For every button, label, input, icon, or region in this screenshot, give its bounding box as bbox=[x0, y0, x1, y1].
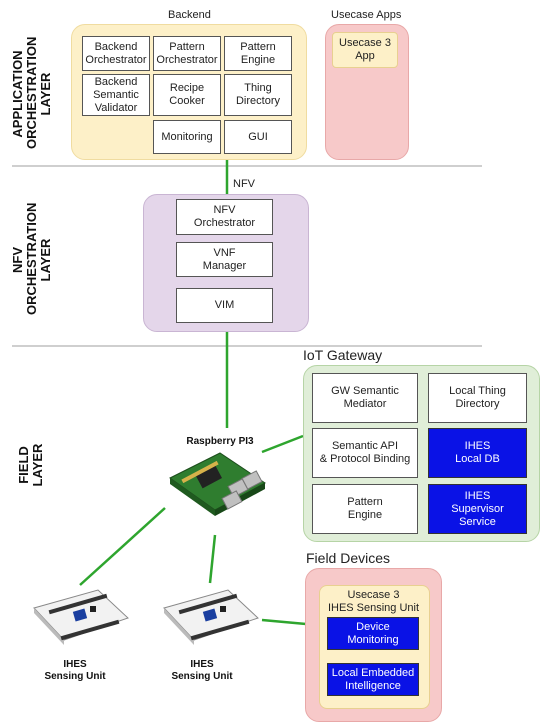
backend-orchestrator-box: Backend Orchestrator bbox=[82, 36, 150, 71]
semantic-api-box: Semantic API & Protocol Binding bbox=[312, 428, 418, 478]
backend-title: Backend bbox=[168, 9, 211, 21]
link-sensor-fielddevices bbox=[261, 618, 307, 626]
sensing-unit-caption-1: IHES Sensing Unit bbox=[44, 659, 106, 682]
device-monitoring-box: Device Monitoring bbox=[327, 617, 419, 650]
ihes-local-db-box: IHES Local DB bbox=[428, 428, 527, 478]
nfv-link-label: NFV bbox=[233, 178, 255, 190]
local-thing-directory-box: Local Thing Directory bbox=[428, 373, 527, 423]
pattern-engine-box: Pattern Engine bbox=[224, 36, 292, 71]
vim-box: VIM bbox=[176, 288, 273, 323]
raspberry-pi-caption: Raspberry PI3 bbox=[186, 436, 254, 447]
vnf-manager-box: VNF Manager bbox=[176, 242, 273, 277]
link-raspberry-sensor-2 bbox=[208, 534, 217, 584]
sensing-unit-board-1 bbox=[33, 589, 129, 645]
gw-semantic-mediator-box: GW Semantic Mediator bbox=[312, 373, 418, 423]
raspberry-pi-board bbox=[169, 452, 266, 516]
usecase-3-app-box: Usecase 3 App bbox=[332, 32, 398, 68]
usecase-3-sensing-unit-title: Usecase 3 IHES Sensing Unit bbox=[327, 589, 420, 614]
backend-semantic-validator-box: Backend Semantic Validator bbox=[82, 74, 150, 116]
separator-app-nfv bbox=[12, 165, 482, 167]
sensing-unit-caption-2: IHES Sensing Unit bbox=[171, 659, 233, 682]
separator-nfv-field bbox=[12, 345, 482, 347]
field-devices-title: Field Devices bbox=[306, 550, 391, 566]
application-layer-label: APPLICATION ORCHESTRATION LAYER bbox=[10, 36, 53, 149]
local-embedded-intelligence-box: Local Embedded Intelligence bbox=[327, 663, 419, 696]
iot-gateway-title: IoT Gateway bbox=[303, 347, 383, 363]
gw-pattern-engine-box: Pattern Engine bbox=[312, 484, 418, 534]
link-raspberry-sensor-1 bbox=[79, 507, 166, 586]
nfv-orchestrator-box: NFV Orchestrator bbox=[176, 199, 273, 235]
gui-box: GUI bbox=[224, 120, 292, 154]
sensing-unit-board-2 bbox=[163, 589, 259, 645]
field-layer-label: FIELD LAYER bbox=[16, 443, 45, 487]
nfv-layer-label: NFV ORCHESTRATION LAYER bbox=[10, 202, 53, 315]
monitoring-box: Monitoring bbox=[153, 120, 221, 154]
pattern-orchestrator-box: Pattern Orchestrator bbox=[153, 36, 221, 71]
thing-directory-box: Thing Directory bbox=[224, 74, 292, 116]
recipe-cooker-box: Recipe Cooker bbox=[153, 74, 221, 116]
ihes-supervisor-box: IHES Supervisor Service bbox=[428, 484, 527, 534]
usecase-apps-title: Usecase Apps bbox=[331, 9, 402, 21]
